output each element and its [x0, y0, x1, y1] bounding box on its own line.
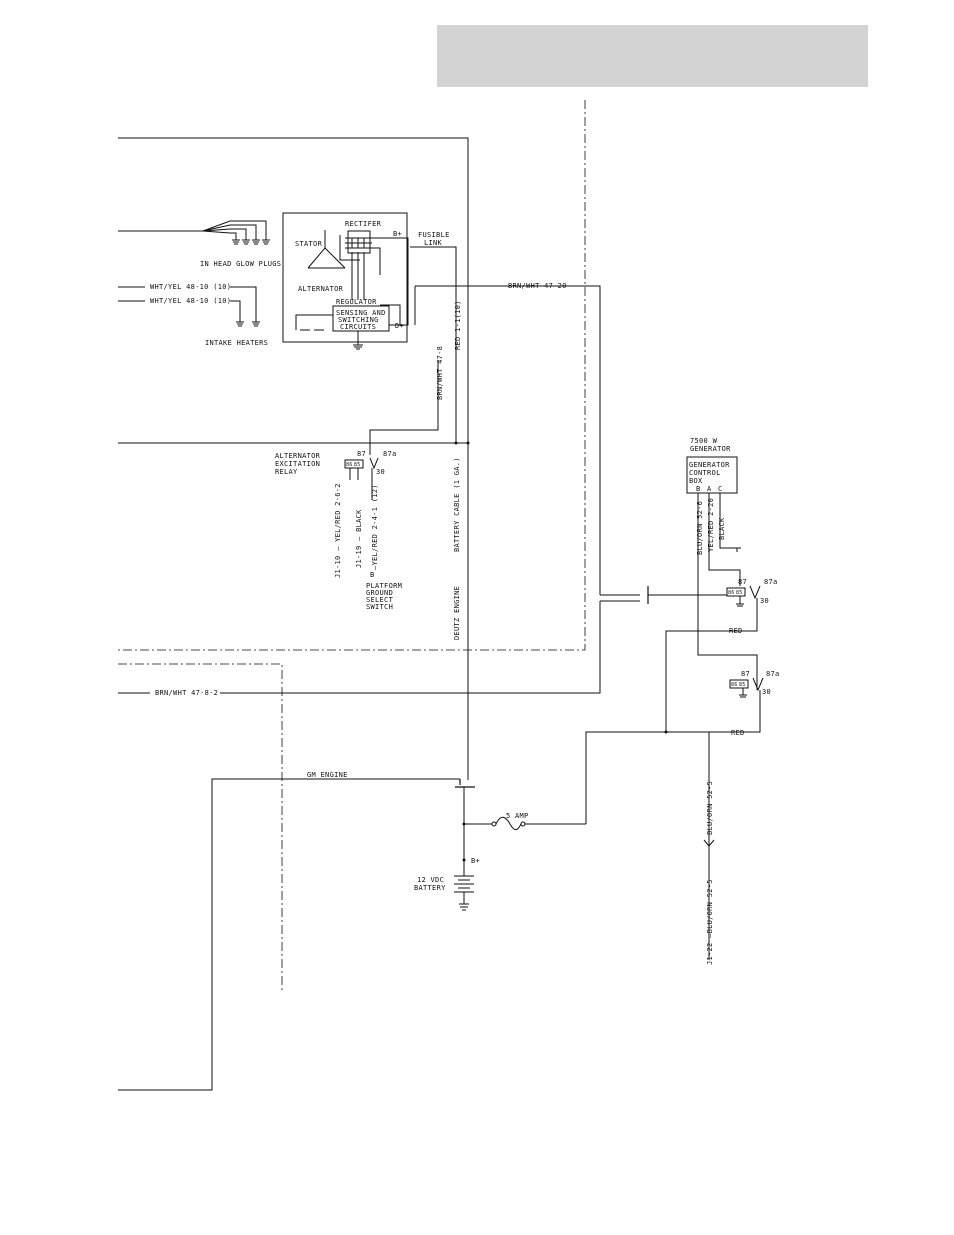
intake-heaters-label: INTAKE HEATERS: [205, 339, 268, 347]
glow-plugs-label: IN HEAD GLOW PLUGS: [200, 260, 281, 268]
relay3-86-label: 86: [731, 682, 738, 688]
gcb-label-1: GENERATOR: [689, 461, 730, 469]
engine-box-wires: [118, 137, 469, 780]
gcb-label-2: CONTROL: [689, 469, 721, 477]
gm-engine-label: GM ENGINE: [307, 771, 348, 779]
boundary-lines: [118, 100, 586, 990]
brn-wht-47-8-label: BRN/WHT 47-8: [436, 346, 444, 400]
d-plus-label: D+: [395, 322, 404, 330]
yel-red-2-4-1-label: —YEL/RED 2-4-1 (12): [371, 484, 379, 570]
relay2-85-label: 85: [736, 590, 743, 596]
alternator-excitation-relay: ALTERNATOR EXCITATION RELAY 87 87a 86 85…: [275, 450, 402, 611]
red-1-1-label: RED 1-1(10): [454, 300, 462, 350]
relay-label-1: ALTERNATOR: [275, 452, 321, 460]
generator-label-1: 7500 W: [690, 437, 718, 445]
header-gray-band: [437, 25, 868, 87]
generator-label-2: GENERATOR: [690, 445, 731, 453]
generator-section: 7500 W GENERATOR GENERATOR CONTROL BOX B…: [686, 437, 758, 690]
relay1-87a-label: 87a: [383, 450, 397, 458]
fusible-link: FUSIBLE LINK RED 1-1(10): [410, 231, 462, 443]
relay-label-2: EXCITATION: [275, 460, 320, 468]
gcb-b-label: B: [696, 485, 701, 493]
relay2-86-label: 86: [728, 590, 735, 596]
glow-plugs: IN HEAD GLOW PLUGS: [118, 220, 281, 268]
gcb-label-3: BOX: [689, 477, 703, 485]
amp-label: 5 AMP: [506, 812, 529, 820]
rectifier-label: RECTIFER: [345, 220, 382, 228]
relay2-87-label: 87: [738, 578, 747, 586]
deutz-engine-label: DEUTZ ENGINE: [453, 586, 461, 640]
platform-label-3: SELECT: [366, 596, 394, 604]
fusible-label-1: FUSIBLE: [418, 231, 450, 239]
battery-cable-label: BATTERY CABLE (1 GA.): [453, 457, 461, 552]
relay3-87a-label: 87a: [766, 670, 780, 678]
relay3-85-label: 85: [739, 682, 746, 688]
generator-relay-2: 87 87a 86 85 30 RED BLU/ORN 52-5 J1-22 —…: [585, 670, 780, 965]
relay1-30-label: 30: [376, 468, 385, 476]
fusible-label-2: LINK: [424, 239, 443, 247]
battery-label-1: 12 VDC: [417, 876, 444, 884]
wht-yel-48-10-label-a: WHT/YEL 48-10 (10): [150, 283, 231, 291]
sensing-label-3: CIRCUITS: [340, 323, 376, 331]
relay3-87-label: 87: [741, 670, 750, 678]
brn-wht-47-8-2-label: BRN/WHT 47-8-2: [155, 689, 218, 697]
wht-yel-48-10-label-b: WHT/YEL 48-10 (10): [150, 297, 231, 305]
j1-10-label: J1-10 — YEL/RED 2-6-2: [334, 483, 342, 578]
b-term-label: B: [370, 571, 375, 579]
red-a-label: RED: [729, 627, 743, 635]
b-plus-alt-label: B+: [393, 230, 402, 238]
relay1-87-label: 87: [357, 450, 366, 458]
intake-heaters: WHT/YEL 48-10 (10) WHT/YEL 48-10 (10) IN…: [118, 283, 268, 347]
relay2-87a-label: 87a: [764, 578, 778, 586]
battery-cable: BATTERY CABLE (1 GA.) DEUTZ ENGINE: [453, 441, 470, 640]
regulator-label: REGULATOR: [336, 298, 377, 306]
generator-relay-1: 87 87a 86 85 30 RED: [600, 578, 778, 732]
platform-label-1: PLATFORM: [366, 582, 402, 590]
red-b-label: RED: [731, 729, 745, 737]
brn-wht-47-8-2-wire: BRN/WHT 47-8-2: [118, 601, 601, 697]
b-plus-batt-label: B+: [471, 857, 480, 865]
relay1-86-label: 86: [346, 462, 353, 468]
sensing-label-1: SENSING AND: [336, 309, 386, 317]
relay1-85-label: 85: [354, 462, 361, 468]
brn-wht-47-20-wire: BRN/WHT 47-20 BRN/WHT 47-8: [369, 282, 601, 595]
platform-label-2: GROUND: [366, 589, 393, 597]
blu-orn-52-5-top-label: BLU/ORN 52-5: [706, 781, 714, 835]
brn-wht-47-20-label: BRN/WHT 47-20: [508, 282, 567, 290]
relay3-30-label: 30: [762, 688, 771, 696]
relay-label-3: RELAY: [275, 468, 298, 476]
j1-19-label: J1-19 — BLACK: [355, 509, 363, 568]
yel-red-2-20-label: YEL/RED 2-20: [707, 498, 715, 552]
battery-circuit: GM ENGINE 5 AMP B+ 12 VDC BATTERY: [118, 771, 586, 1091]
black-label: BLACK: [718, 517, 726, 540]
gcb-a-label: A: [707, 485, 712, 493]
blu-orn-52-5-bot-label: J1-22 —BLU/ORN 52-5: [706, 879, 714, 965]
battery-label-2: BATTERY: [414, 884, 446, 892]
gcb-c-label: C: [718, 485, 723, 493]
relay2-30-label: 30: [760, 597, 769, 605]
alternator-assembly: RECTIFER STATOR B+ ALTERNATOR REGULATOR …: [282, 212, 409, 350]
platform-label-4: SWITCH: [366, 603, 393, 611]
blu-orn-52-6-label: BLU/ORN 52-6: [696, 501, 704, 555]
stator-label: STATOR: [295, 240, 323, 248]
alternator-label: ALTERNATOR: [298, 285, 344, 293]
sensing-label-2: SWITCHING: [338, 316, 379, 324]
